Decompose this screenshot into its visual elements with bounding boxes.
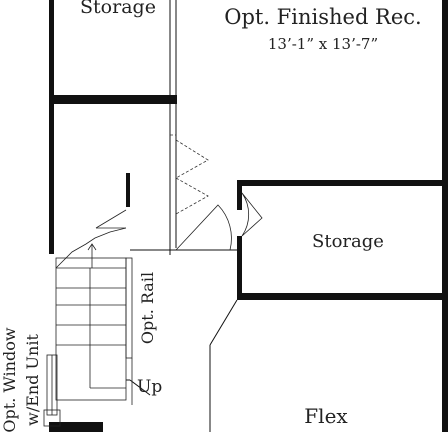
- wall-stair-post: [126, 173, 130, 207]
- label-window-note-1: Opt. Window: [0, 327, 19, 432]
- label-rec-room-size: 13’-1” x 13’-7”: [268, 35, 378, 53]
- wall-storage-right-bottom: [237, 293, 448, 300]
- wall-storage-right-lower: [237, 236, 242, 300]
- bifold-doors: [170, 134, 209, 215]
- label-storage-right: Storage: [312, 231, 384, 252]
- label-storage-top: Storage: [80, 0, 156, 18]
- walls: [49, 0, 448, 432]
- wall-storage-bottom: [49, 95, 177, 104]
- label-rec-room-name: Opt. Finished Rec.: [224, 5, 422, 29]
- wall-storage-left: [49, 0, 54, 104]
- wall-bottom-left: [49, 422, 103, 432]
- wall-left-lower: [49, 104, 54, 254]
- partitions: [126, 0, 238, 432]
- wall-storage-right-left: [237, 180, 242, 210]
- label-stair-up: Up: [137, 377, 162, 397]
- wall-right-outer: [442, 0, 448, 432]
- door-swings: [175, 192, 263, 251]
- label-flex: Flex: [304, 404, 348, 428]
- stair: [43, 209, 133, 427]
- label-opt-rail: Opt. Rail: [138, 272, 157, 344]
- label-window-note-2: w/End Unit: [23, 334, 42, 426]
- wall-storage-right-top: [237, 180, 448, 186]
- opt-rail: [125, 257, 133, 359]
